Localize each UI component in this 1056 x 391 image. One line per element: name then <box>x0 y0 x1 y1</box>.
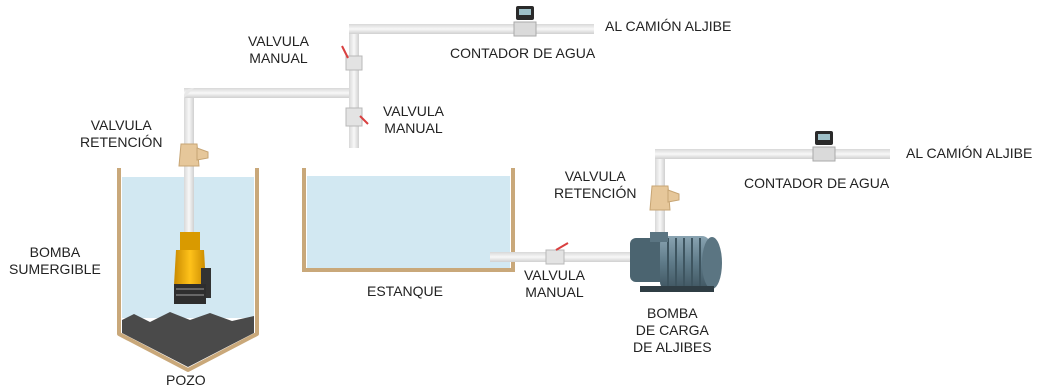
water-meter-top <box>513 6 537 37</box>
valvula-manual-bottom-line2: MANUAL <box>525 284 584 300</box>
valvula-manual-mid-label: VALVULA MANUAL <box>383 103 444 137</box>
contador-right-label: CONTADOR DE AGUA <box>744 175 890 191</box>
valvula-manual-bottom-label: VALVULA MANUAL <box>524 267 585 301</box>
bomba-carga-line2: DE CARGA <box>635 322 709 338</box>
bomba-sumergible-line2: SUMERGIBLE <box>9 261 101 277</box>
bomba-carga-label: BOMBA DE CARGA DE ALJIBES <box>633 305 712 356</box>
submersible-pump <box>174 232 211 304</box>
valvula-retencion-right-line2: RETENCIÓN <box>554 185 637 201</box>
valvula-retencion-right-label: VALVULA RETENCIÓN <box>554 168 636 202</box>
valvula-manual-bottom-valve <box>545 242 569 265</box>
check-valve-right <box>649 185 680 211</box>
valvula-manual-mid-line2: MANUAL <box>384 120 443 136</box>
valvula-manual-mid-valve <box>345 107 369 127</box>
valvula-retencion-left-line1: VALVULA <box>90 117 152 133</box>
tank-water <box>307 176 510 268</box>
valvula-manual-top-label: VALVULA MANUAL <box>248 33 309 67</box>
bomba-carga-line3: DE ALJIBES <box>633 339 712 355</box>
estanque-tank <box>302 168 515 272</box>
well-gravel <box>122 312 254 367</box>
valvula-retencion-left-label: VALVULA RETENCIÓN <box>80 117 162 151</box>
valvula-manual-top-line1: VALVULA <box>248 33 309 49</box>
valvula-manual-top-valve <box>341 45 363 71</box>
tank-wall <box>302 168 515 272</box>
contador-top-label: CONTADOR DE AGUA <box>450 45 596 61</box>
bomba-sumergible-label: BOMBA SUMERGIBLE <box>9 244 101 278</box>
well-wall <box>117 168 259 372</box>
bomba-sumergible-line1: BOMBA <box>29 244 81 260</box>
al-camion-right-label: AL CAMIÓN ALJIBE <box>906 145 1033 161</box>
valvula-manual-bottom-line1: VALVULA <box>524 267 585 283</box>
estanque-label: ESTANQUE <box>367 283 443 299</box>
valvula-manual-top-line2: MANUAL <box>249 50 308 66</box>
bomba-carga-line1: BOMBA <box>647 305 698 321</box>
check-valve-left <box>178 143 209 167</box>
al-camion-top-label: AL CAMIÓN ALJIBE <box>605 18 732 34</box>
valvula-retencion-right-line1: VALVULA <box>564 168 626 184</box>
valvula-manual-mid-line1: VALVULA <box>383 103 444 119</box>
pozo-label: POZO <box>166 372 206 388</box>
valvula-retencion-left-line2: RETENCIÓN <box>80 134 163 150</box>
bomba-carga-pump <box>630 232 722 292</box>
water-meter-right <box>812 131 836 162</box>
